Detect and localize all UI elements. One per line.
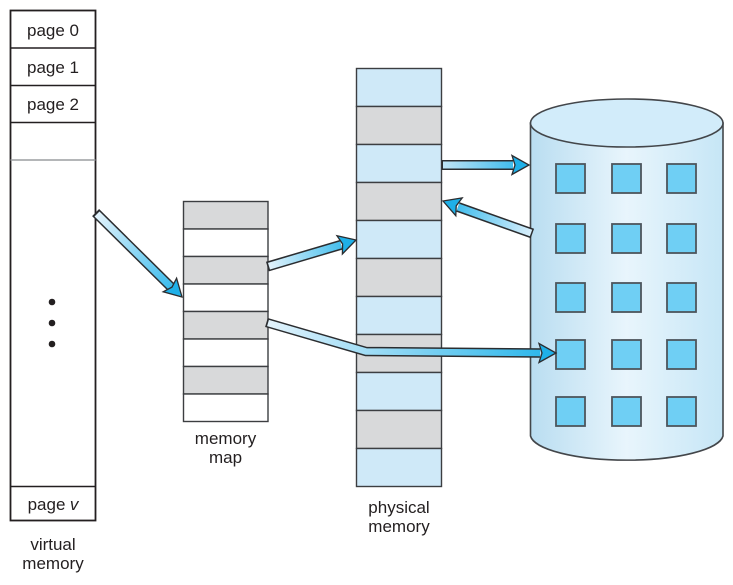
pm-cell xyxy=(355,67,443,108)
disk-block xyxy=(666,282,697,313)
pm-cell xyxy=(355,181,443,222)
disk-block xyxy=(666,163,697,194)
dot xyxy=(48,319,56,327)
disk-block xyxy=(555,339,586,370)
arrowhead xyxy=(441,196,464,218)
map-cell xyxy=(182,283,269,313)
pm-cell xyxy=(355,219,443,260)
ellipsis-dots xyxy=(48,298,56,348)
disk-block xyxy=(611,339,642,370)
map-cell xyxy=(182,365,269,395)
arrow-map-to-disk xyxy=(265,317,558,364)
memory-map-column: memory map xyxy=(182,200,269,467)
pm-cell xyxy=(355,447,443,488)
pm-cell xyxy=(355,409,443,450)
disk-block xyxy=(555,223,586,254)
physical-memory-column: physical memory xyxy=(355,67,443,536)
virtual-memory-caption: virtual xyxy=(30,535,75,554)
map-cell xyxy=(182,200,269,230)
virtual-memory-caption: memory xyxy=(22,554,84,573)
disk-top-ellipse xyxy=(529,98,724,148)
map-cell xyxy=(182,393,269,423)
disk-block xyxy=(666,396,697,427)
arrowhead xyxy=(335,234,358,256)
disk-block xyxy=(611,223,642,254)
pm-cell xyxy=(355,105,443,146)
physical-memory-caption: memory xyxy=(368,517,430,536)
page-2-label: page 2 xyxy=(27,95,79,114)
map-cell xyxy=(182,338,269,368)
arrowhead xyxy=(161,276,183,298)
page-1-label: page 1 xyxy=(27,58,79,77)
disk-block xyxy=(555,396,586,427)
arrow-map-to-physical xyxy=(265,234,358,272)
memory-map-caption: map xyxy=(209,448,242,467)
disk-block xyxy=(666,339,697,370)
arrow-physical-to-disk xyxy=(441,154,531,176)
pm-cell xyxy=(355,257,443,298)
arrow-virtual-to-map xyxy=(92,209,183,298)
disk-block xyxy=(555,163,586,194)
page-0-label: page 0 xyxy=(27,21,79,40)
disk-blocks xyxy=(555,163,697,427)
pm-cell xyxy=(355,295,443,336)
pm-cell xyxy=(355,371,443,412)
dot xyxy=(48,298,56,306)
map-cell xyxy=(182,228,269,258)
arrow-disk-to-physical xyxy=(441,196,535,239)
disk-block xyxy=(611,282,642,313)
backing-store-disk xyxy=(529,98,724,461)
arrowhead xyxy=(537,342,558,364)
virtual-memory-box xyxy=(9,9,97,522)
disk-block xyxy=(611,396,642,427)
physical-memory-caption: physical xyxy=(368,498,429,517)
map-cell xyxy=(182,310,269,340)
arrowhead xyxy=(510,154,531,176)
pm-cell xyxy=(355,143,443,184)
disk-block xyxy=(666,223,697,254)
disk-block xyxy=(611,163,642,194)
dot xyxy=(48,340,56,348)
memory-map-caption: memory xyxy=(195,429,257,448)
disk-block xyxy=(555,282,586,313)
map-cell xyxy=(182,255,269,285)
